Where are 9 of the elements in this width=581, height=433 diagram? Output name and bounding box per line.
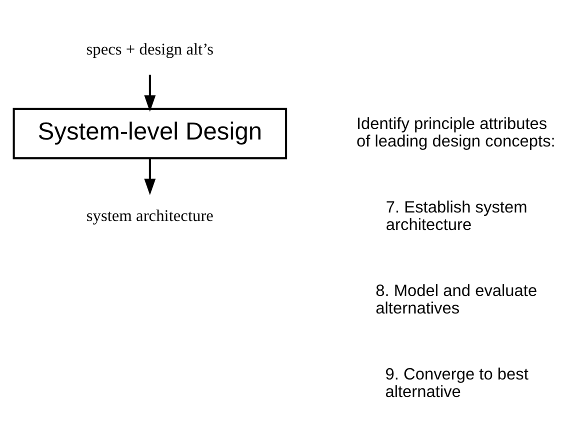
arrow (144, 74, 156, 112)
label: 8. Model and evaluate alternatives (376, 281, 538, 318)
node-text: specs + design alt’s (86, 38, 214, 58)
label: Identify principle attributes of leading design concepts: (356, 114, 556, 150)
node-text: system architecture (86, 206, 214, 225)
label: 9. Converge to best alternative (385, 364, 528, 401)
arrow (144, 158, 156, 195)
node-box: System-level Design (12, 107, 288, 159)
label: 7. Establish system architecture (386, 198, 528, 234)
